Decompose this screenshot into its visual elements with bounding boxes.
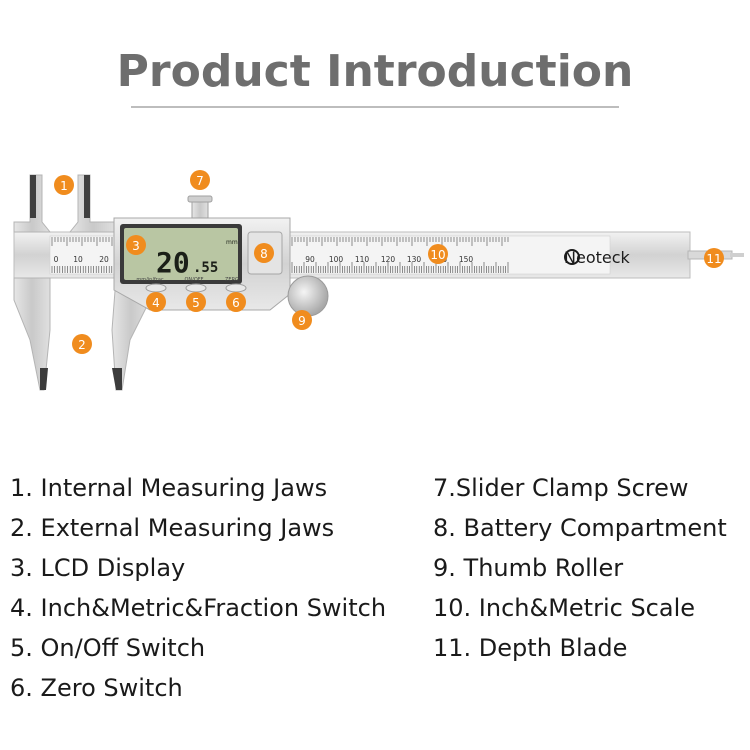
- svg-text:Neoteck: Neoteck: [564, 248, 631, 267]
- svg-text:ZERO: ZERO: [225, 277, 239, 283]
- scale-ticks: [51, 237, 509, 273]
- callout-badge-10: [428, 244, 448, 264]
- callout-badge-7: [190, 170, 210, 190]
- callout-badge-label: 11: [706, 252, 721, 266]
- callout-badge-5: [186, 292, 206, 312]
- button-mm-in-frac[interactable]: mm/in/frac: [136, 277, 167, 293]
- callout-badge-label: 4: [152, 296, 160, 310]
- legend-item: 7.Slider Clamp Screw: [433, 474, 689, 502]
- legend-item: 10. Inch&Metric Scale: [433, 594, 696, 622]
- callout-badge-2: [72, 334, 92, 354]
- scale-number: 20: [99, 255, 109, 264]
- legend-item: 11. Depth Blade: [433, 634, 628, 662]
- legend-item: 4. Inch&Metric&Fraction Switch: [10, 594, 387, 622]
- lcd-decimal: .55: [193, 260, 218, 276]
- legend-item: 2. External Measuring Jaws: [10, 514, 335, 542]
- callout-badge-label: 5: [192, 296, 200, 310]
- callout-badge-4: [146, 292, 166, 312]
- callout-badge-11: [704, 248, 724, 268]
- svg-text:ON/OFF: ON/OFF: [184, 277, 203, 283]
- callout-badge-label: 10: [430, 248, 445, 262]
- callout-badge-label: 1: [60, 179, 68, 193]
- scale-number: 100: [329, 255, 344, 264]
- lcd-unit: mm: [226, 239, 238, 246]
- callout-badge-9: [292, 310, 312, 330]
- scale-number: 120: [381, 255, 396, 264]
- svg-text:mm/in/frac: mm/in/frac: [136, 277, 164, 283]
- brand-logo: Neoteck: [564, 248, 631, 267]
- callout-badge-label: 2: [78, 338, 86, 352]
- callout-badge-8: [254, 243, 274, 263]
- thumb-roller: [287, 275, 329, 317]
- scale-number: 0: [54, 255, 59, 264]
- callout-badge-label: 7: [196, 174, 204, 188]
- legend-item: 3. LCD Display: [10, 554, 186, 582]
- callout-badge-1: [54, 175, 74, 195]
- legend-right: 7.Slider Clamp Screw 8. Battery Compartm…: [433, 468, 727, 668]
- legend-item: 9. Thumb Roller: [433, 554, 624, 582]
- callout-badge-label: 9: [298, 314, 306, 328]
- scale-number: 150: [459, 255, 474, 264]
- legend-item: 5. On/Off Switch: [10, 634, 206, 662]
- clamp-screw: [187, 195, 213, 219]
- legend-item: 6. Zero Switch: [10, 674, 183, 702]
- internal-jaws: [13, 174, 117, 233]
- scale-number: 130: [407, 255, 422, 264]
- legend-item: 8. Battery Compartment: [433, 514, 727, 542]
- callout-badge-label: 8: [260, 247, 268, 261]
- legend-item: 1. Internal Measuring Jaws: [10, 474, 328, 502]
- callout-badge-label: 3: [132, 239, 140, 253]
- page-title: Product Introduction: [116, 46, 634, 97]
- scale-number: 90: [305, 255, 315, 264]
- callout-badge-3: [126, 235, 146, 255]
- legend-left: 1. Internal Measuring Jaws 2. External M…: [10, 468, 386, 708]
- caliper-illustration: 20 .55 mm mm/in/frac ON/OFF ZERO 0 10 20 90…: [13, 170, 744, 391]
- callout-badges: 1 2 3 4 5 6 7 8 9 10 11: [54, 170, 724, 354]
- callout-badge-6: [226, 292, 246, 312]
- title-underline: [131, 106, 619, 108]
- scale-number: 110: [355, 255, 370, 264]
- lcd-value: 20: [156, 246, 190, 279]
- callout-badge-label: 6: [232, 296, 240, 310]
- scale-number: 10: [73, 255, 83, 264]
